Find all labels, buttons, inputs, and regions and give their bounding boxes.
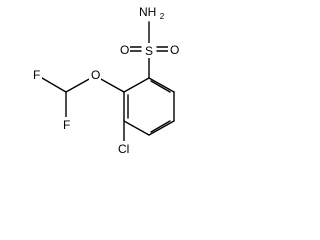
bonds	[41, 21, 175, 142]
ring-bond-c4-c5	[148, 120, 175, 136]
sulfur-label-background	[143, 43, 155, 58]
ring-bond-c1-c2	[123, 77, 150, 93]
nh2-label-background	[137, 3, 163, 19]
fluorine-bottom-label-background	[61, 117, 72, 132]
chemical-structure-diagram: NH 2 S O O O F F Cl	[31, 3, 180, 156]
nh2-main: NH	[139, 5, 156, 19]
chlorine-label: Cl	[118, 142, 129, 156]
oxygen-right-label-background	[168, 42, 180, 57]
bond-cf2-f-top	[41, 77, 67, 93]
oxygen-ether-label: O	[91, 68, 100, 82]
sulfur-label: S	[145, 44, 153, 58]
fluorine-bottom-label: F	[63, 118, 70, 132]
oxygen-left-label-background	[118, 42, 130, 57]
structure-canvas: NH 2 S O O O F F Cl	[0, 0, 194, 178]
chlorine-label-background	[116, 141, 133, 156]
oxygen-left-label: O	[120, 43, 129, 57]
atom-labels: NH 2 S O O O F F Cl	[31, 3, 180, 156]
ring-bond-c3-c4	[123, 120, 150, 136]
fluorine-top-label-background	[31, 67, 42, 82]
oxygen-right-label: O	[170, 43, 179, 57]
nh2-subscript: 2	[160, 12, 165, 21]
fluorine-top-label: F	[33, 68, 40, 82]
ring-inner-bond-3	[150, 80, 171, 93]
ring-inner-bond-2	[150, 120, 171, 133]
nh2-label: NH 2	[139, 5, 165, 21]
bond-c2-o-ether	[98, 77, 125, 93]
oxygen-ether-label-background	[89, 67, 101, 82]
bond-o-cf2	[65, 77, 92, 93]
ring-bond-c6-c1	[148, 77, 175, 93]
